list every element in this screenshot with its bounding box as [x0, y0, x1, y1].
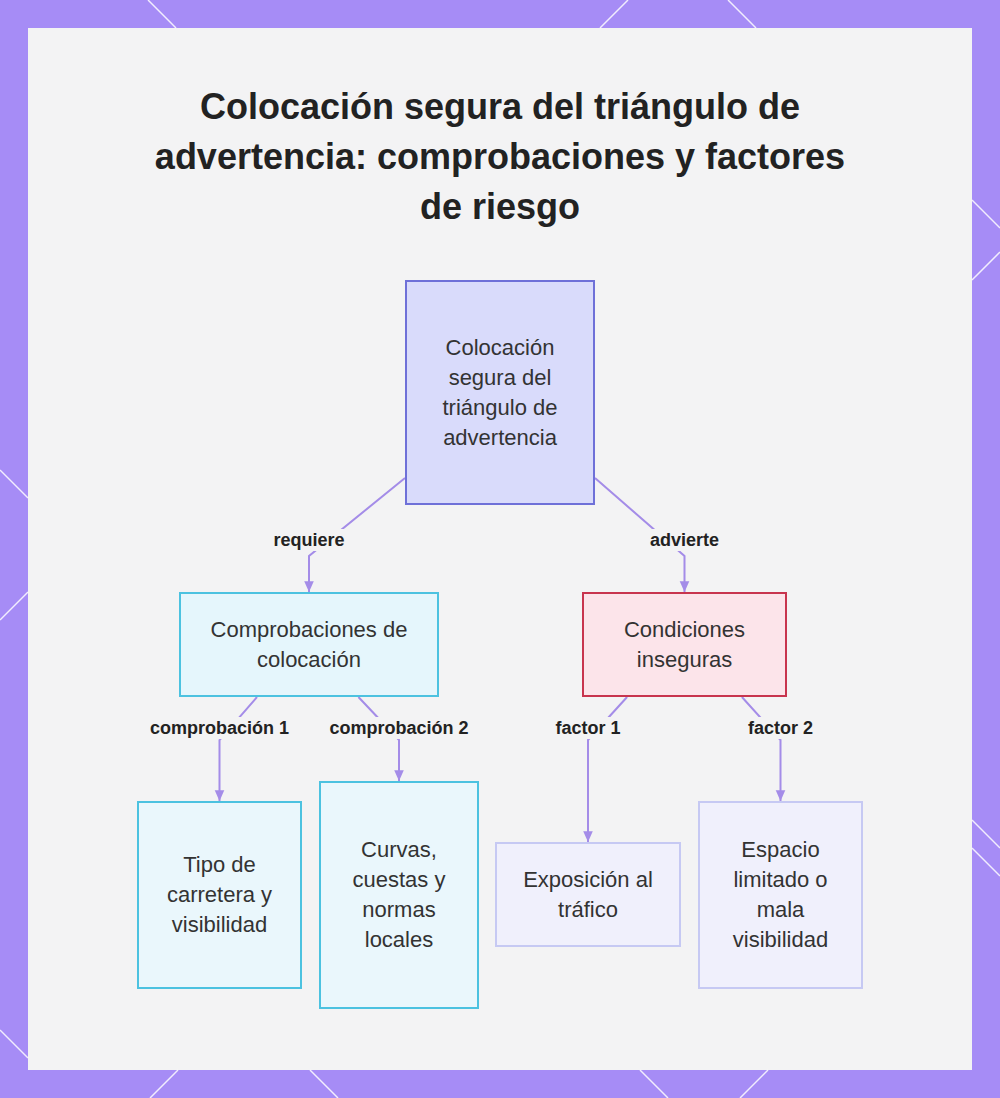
node-text: Condiciones inseguras [594, 615, 775, 675]
category-box: Comprobaciones de colocación [179, 592, 439, 697]
node-text: Comprobaciones de colocación [191, 615, 427, 675]
connector [220, 697, 258, 801]
connector [358, 697, 399, 781]
risk-box: Espacio limitado o mala visibilidad [698, 801, 863, 989]
edge-label: factor 1 [552, 717, 623, 739]
edge-label: comprobación 1 [147, 717, 292, 739]
node-text: Colocación segura del triángulo de adver… [417, 333, 583, 453]
edge-label: advierte [647, 529, 722, 551]
edge-label: comprobación 2 [326, 717, 471, 739]
diagram-title: Colocación segura del triángulo de adver… [150, 82, 850, 232]
node-text: Espacio limitado o mala visibilidad [710, 835, 851, 955]
edge-label: requiere [270, 529, 347, 551]
connector [742, 697, 781, 801]
node-text: Tipo de carretera y visibilidad [149, 850, 290, 940]
root-box: Colocación segura del triángulo de adver… [405, 280, 595, 505]
node-text: Curvas, cuestas y normas locales [331, 835, 467, 955]
warning-box: Condiciones inseguras [582, 592, 787, 697]
edge-label: factor 2 [745, 717, 816, 739]
node-text: Exposición al tráfico [507, 865, 669, 925]
risk-box: Exposición al tráfico [495, 842, 681, 947]
check-box: Tipo de carretera y visibilidad [137, 801, 302, 989]
check-box: Curvas, cuestas y normas locales [319, 781, 479, 1009]
